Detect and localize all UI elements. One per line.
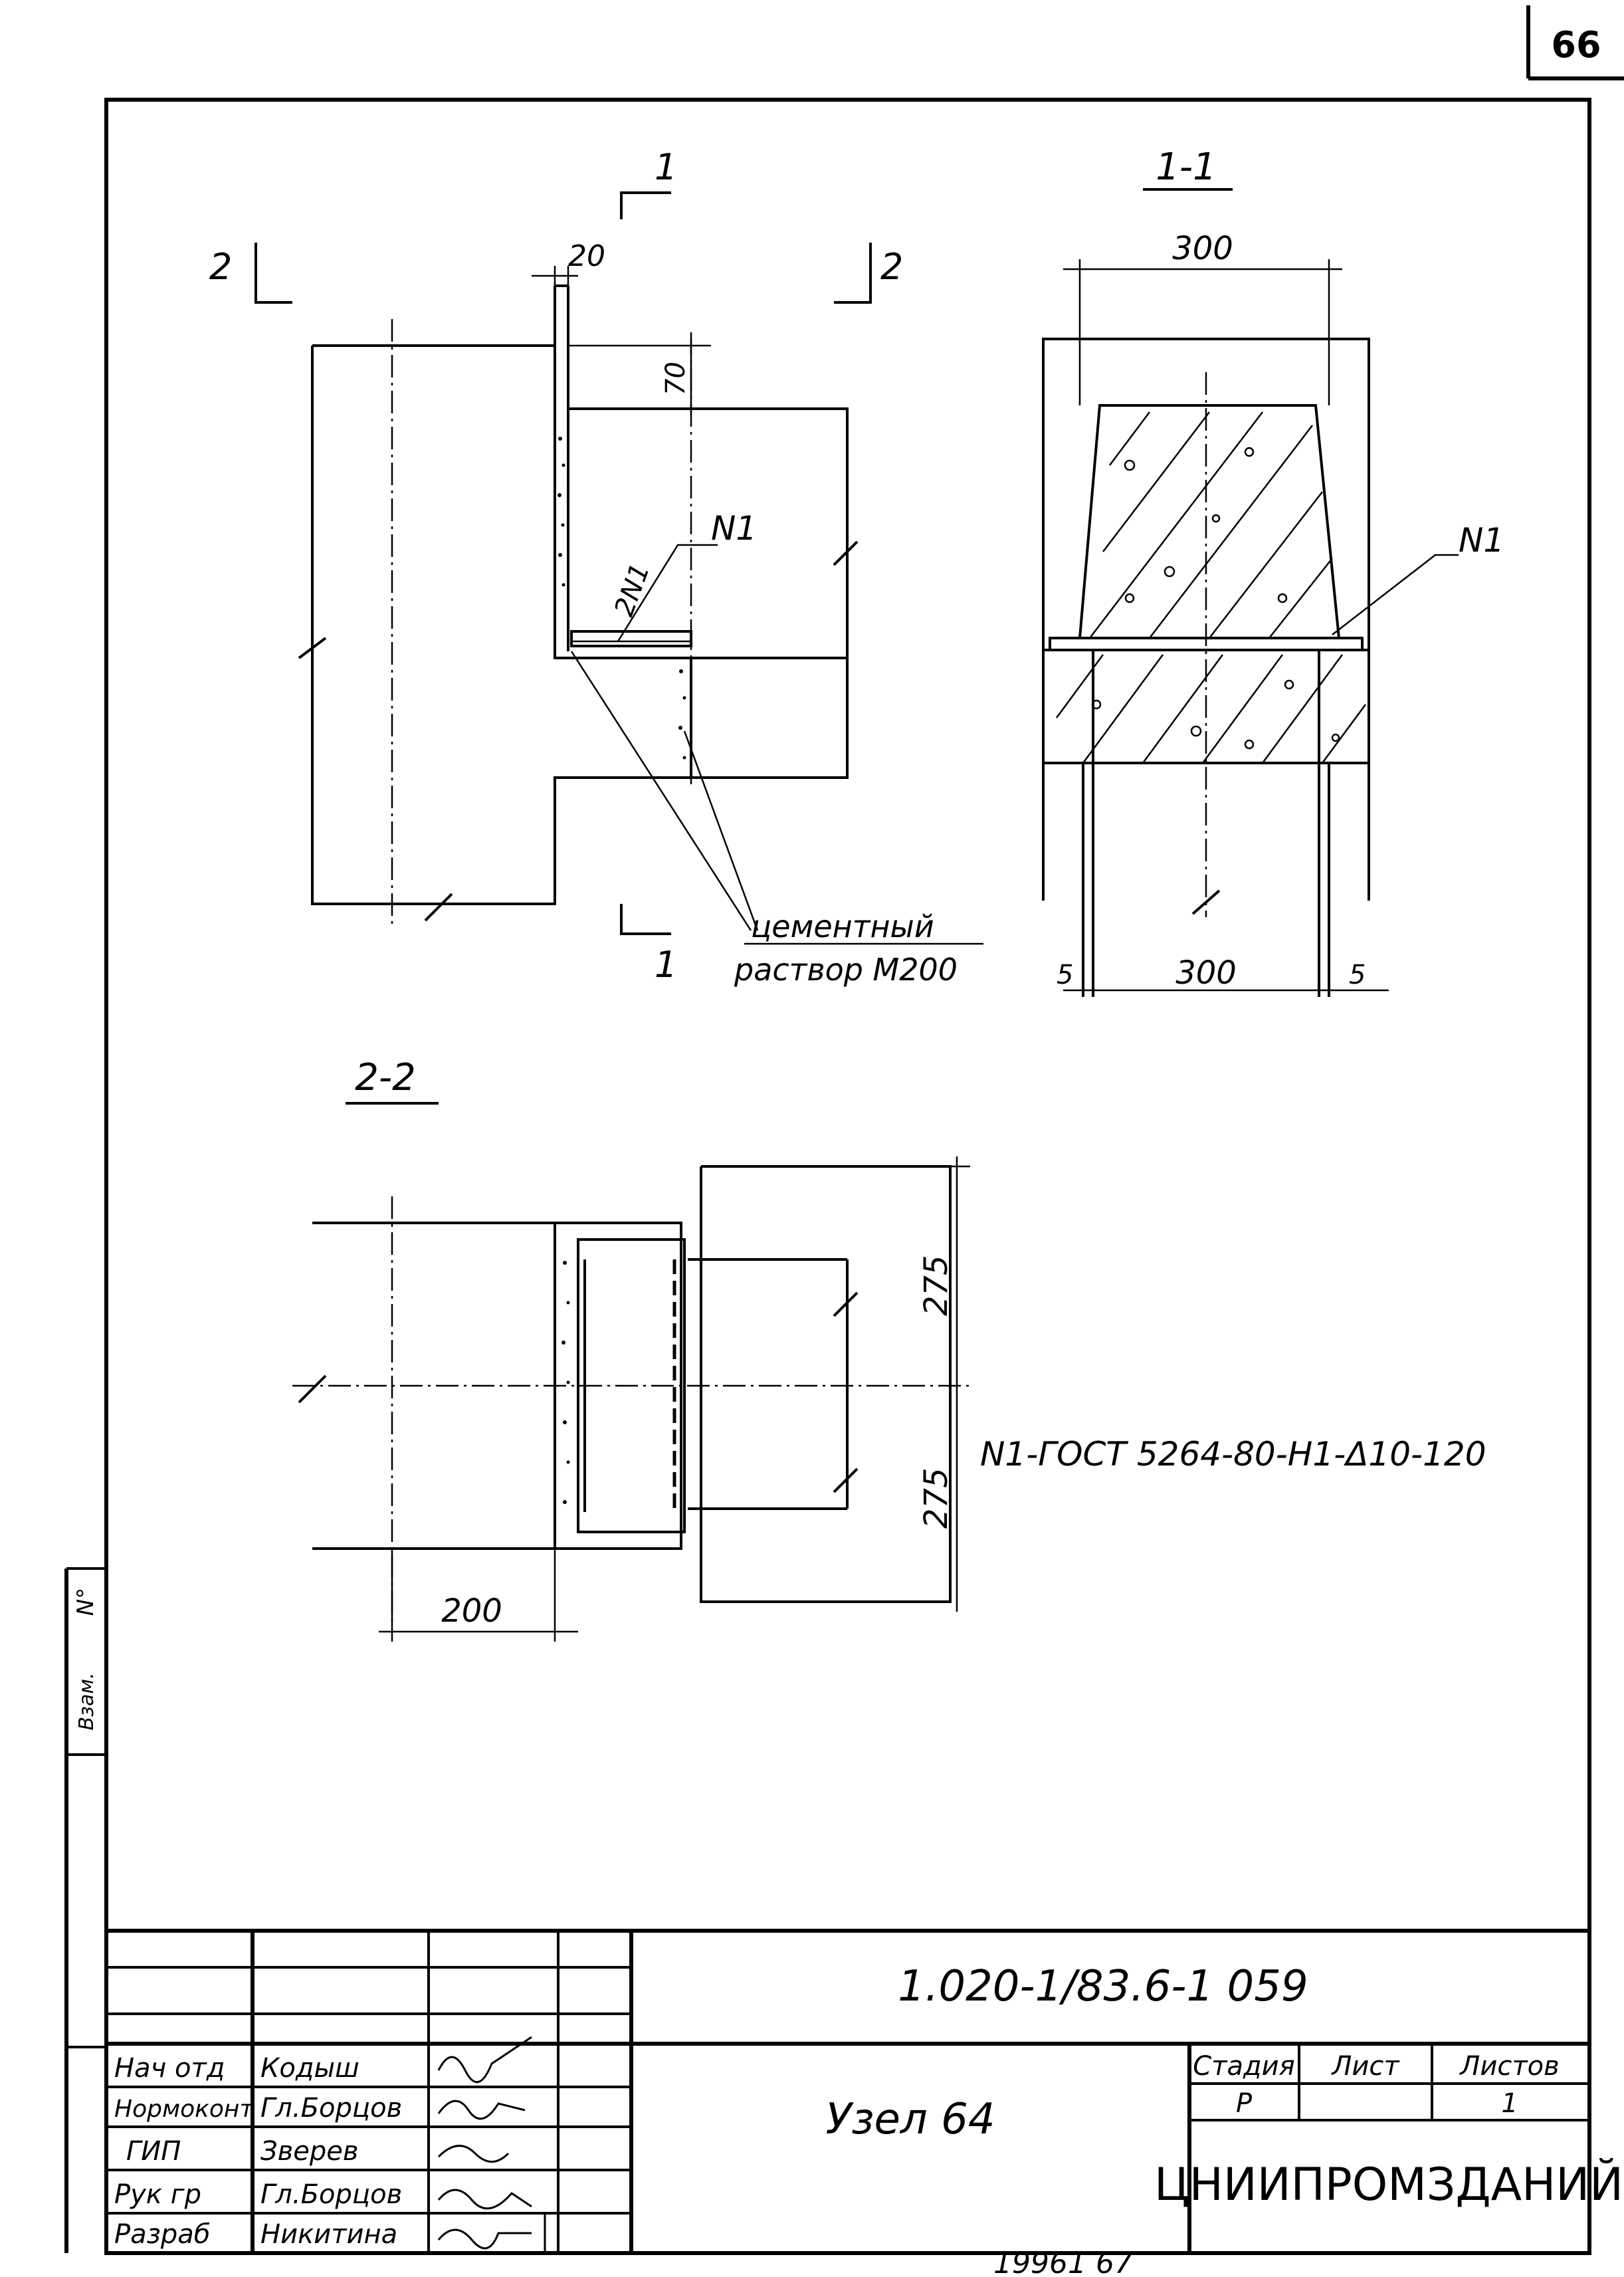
- title-block: 1.020-1/83.6-1 059 Узел 64 Стадия Лист Л…: [106, 1929, 1623, 2253]
- callout-mortar-2: раствор М200: [734, 952, 958, 988]
- section-2-2-title: 2-2: [355, 1056, 415, 1099]
- dim-275-bottom: 275: [918, 1467, 955, 1529]
- cut-1-top: 1: [655, 146, 677, 188]
- dim-300-top: 300: [1172, 230, 1233, 267]
- beam-hatch: [1089, 411, 1333, 639]
- sheets-value: 1: [1501, 2088, 1518, 2119]
- role-4: Разраб: [114, 2219, 210, 2250]
- stage-value: Р: [1236, 2088, 1253, 2119]
- page-number-box: 66: [1526, 5, 1624, 80]
- elevation-view: 20 70 N1 2N1 цементный раствор М200 1 1 …: [209, 146, 983, 988]
- role-3: Рук гр: [114, 2179, 201, 2210]
- callout-n1-section: N1: [1459, 521, 1504, 560]
- callout-mortar-1: цементный: [751, 909, 934, 944]
- cut-2-right: 2: [880, 246, 903, 288]
- sheet-header: Лист: [1330, 2051, 1400, 2082]
- dim-300-bottom: 300: [1175, 954, 1237, 992]
- dim-5-right: 5: [1349, 960, 1366, 990]
- name-4: Никитина: [260, 2219, 397, 2250]
- role-0: Нач отд: [114, 2053, 225, 2084]
- side-stamp-no: N°: [72, 1588, 99, 1616]
- signatures: [437, 2036, 546, 2253]
- side-stamp: N° Взам.: [64, 1567, 106, 2253]
- page-number: 66: [1551, 24, 1601, 66]
- name-3: Гл.Борцов: [260, 2179, 402, 2210]
- spec-note: N1-ГОСТ 5264-80-Н1-Δ10-120: [980, 1435, 1486, 1473]
- drawing-title: Узел 64: [825, 2095, 995, 2144]
- doc-code: 1.020-1/83.6-1 059: [898, 1962, 1308, 2011]
- name-1: Гл.Борцов: [260, 2093, 402, 2123]
- dim-5-left: 5: [1057, 960, 1073, 990]
- cut-1-bottom: 1: [655, 944, 677, 986]
- sheet-frame: [104, 98, 1591, 2255]
- dim-200: 200: [441, 1592, 502, 1630]
- aggregate-marks: [1091, 447, 1340, 750]
- dim-70: 70: [660, 362, 691, 395]
- column-hatch: [1055, 654, 1367, 764]
- name-2: Зверев: [260, 2136, 358, 2167]
- stage-header: Стадия: [1193, 2051, 1294, 2082]
- section-1-1: 1-1: [1042, 146, 1504, 997]
- section-1-1-title: 1-1: [1156, 146, 1216, 189]
- section-2-2: 2-2 275 275 200: [292, 1056, 1486, 1642]
- role-1: Нормоконт: [114, 2096, 254, 2123]
- side-stamp-inv: Взам.: [75, 1672, 98, 1730]
- dim-275-top: 275: [918, 1255, 955, 1316]
- name-0: Кодыш: [260, 2053, 359, 2084]
- callout-n1-elevation: N1: [711, 509, 757, 548]
- cut-2-left: 2: [209, 246, 232, 288]
- role-2: ГИП: [126, 2136, 181, 2167]
- mortar-fill-2: [561, 1261, 570, 1504]
- callout-2n1: 2N1: [609, 560, 656, 621]
- footer-code: 19961 67: [993, 2246, 1133, 2277]
- sheets-header: Листов: [1459, 2051, 1559, 2082]
- organization: ЦНИИПРОМЗДАНИЙ: [1154, 2158, 1623, 2211]
- mortar-fill: [558, 437, 686, 760]
- dim-20: 20: [568, 239, 605, 273]
